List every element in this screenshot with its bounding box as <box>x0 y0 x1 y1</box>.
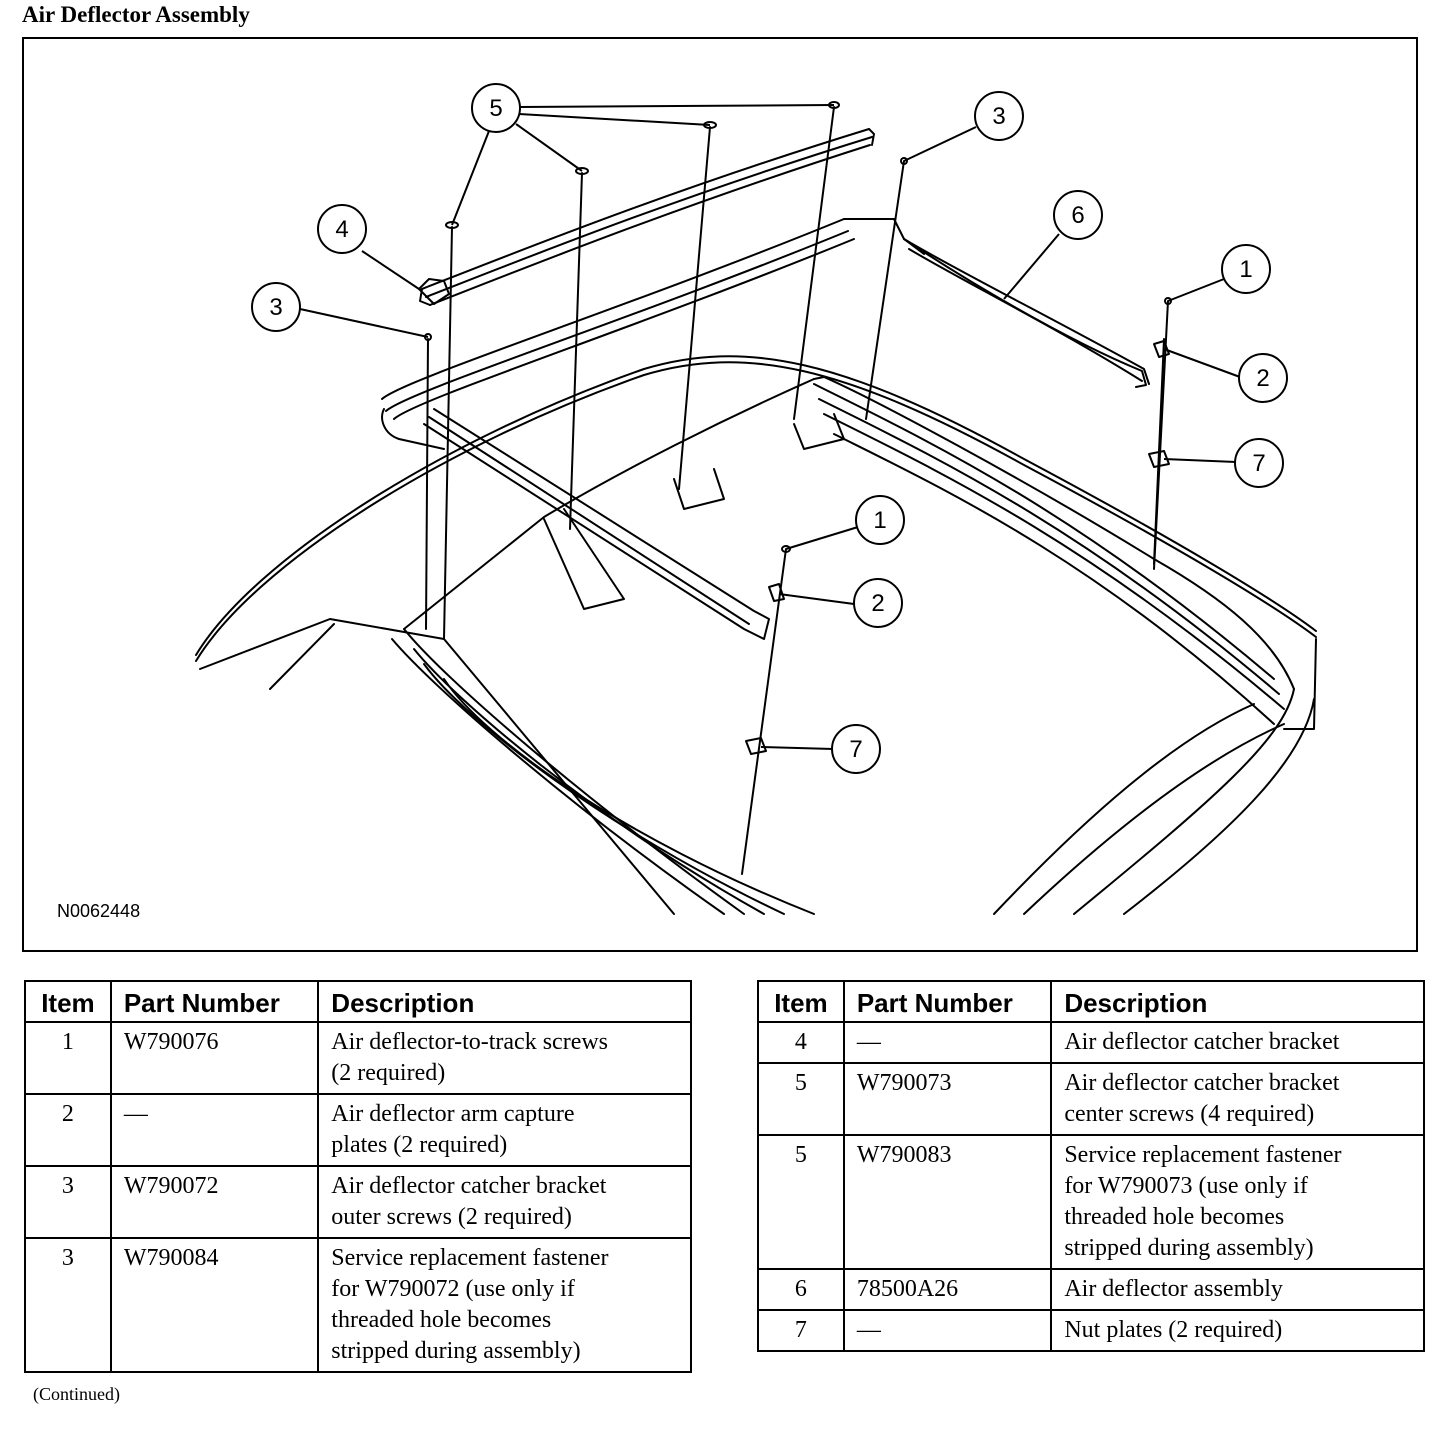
table-row: 7 — Nut plates (2 required) <box>757 1309 1425 1352</box>
callout-4: 4 <box>317 204 367 254</box>
description: Air deflector catcher bracket outer screw… <box>317 1165 692 1239</box>
figure-id: N0062448 <box>57 901 141 921</box>
description-line: Nut plates (2 required) <box>1064 1317 1283 1343</box>
description-line: for W790072 (use only if <box>331 1276 575 1302</box>
item-number: 1 <box>24 1021 112 1095</box>
callout-5: 5 <box>471 83 521 133</box>
table-row: 3 W790084 Service replacement fastener fo… <box>24 1237 692 1373</box>
table-row: 4 — Air deflector catcher bracket <box>757 1021 1425 1064</box>
description: Air deflector catcher bracket <box>1050 1021 1425 1064</box>
description-line: center screws (4 required) <box>1064 1101 1315 1127</box>
parts-table-right: Item Part Number Description 4 — Air def… <box>757 980 1425 1352</box>
part-number: — <box>109 1093 320 1167</box>
header-part-number: Part Number <box>109 980 320 1023</box>
description: Air deflector arm capture plates (2 requi… <box>317 1093 692 1167</box>
callout-label: 2 <box>871 590 884 617</box>
description-line: (2 required) <box>331 1060 446 1086</box>
header-item: Item <box>24 980 112 1023</box>
callout-bubbles: 5 3 6 4 1 3 2 <box>251 83 1288 774</box>
callout-label: 7 <box>849 736 862 763</box>
callout-7-right: 7 <box>1234 438 1284 488</box>
callout-label: 6 <box>1071 202 1084 229</box>
description-line: Air deflector catcher bracket <box>331 1173 607 1199</box>
description: Air deflector-to-track screws (2 required… <box>317 1021 692 1095</box>
part-number: W790083 <box>842 1134 1053 1270</box>
description-line: threaded hole becomes <box>1064 1204 1285 1230</box>
description-line: threaded hole becomes <box>331 1307 552 1333</box>
callout-label: 1 <box>1239 256 1252 283</box>
header-item: Item <box>757 980 845 1023</box>
part-number: W790076 <box>109 1021 320 1095</box>
description-line: Air deflector catcher bracket <box>1064 1070 1340 1096</box>
callout-label: 5 <box>489 95 502 122</box>
description-line: Air deflector-to-track screws <box>331 1029 609 1055</box>
page-title: Air Deflector Assembly <box>22 2 250 27</box>
callout-label: 4 <box>335 216 348 243</box>
description-line: Service replacement fastener <box>1064 1142 1342 1168</box>
description: Air deflector assembly <box>1050 1268 1425 1311</box>
table-row: 2 — Air deflector arm capture plates (2 r… <box>24 1093 692 1167</box>
part-number: W790072 <box>109 1165 320 1239</box>
description: Service replacement fastener for W790073 … <box>1050 1134 1425 1270</box>
item-number: 7 <box>757 1309 845 1352</box>
part-number: 78500A26 <box>842 1268 1053 1311</box>
table-row: 6 78500A26 Air deflector assembly <box>757 1268 1425 1311</box>
callout-1-right: 1 <box>1221 244 1271 294</box>
description-line: outer screws (2 required) <box>331 1204 572 1230</box>
item-number: 5 <box>757 1062 845 1136</box>
description-line: Service replacement fastener <box>331 1245 609 1271</box>
item-number: 6 <box>757 1268 845 1311</box>
continued-note: (Continued) <box>33 1384 120 1404</box>
table-row: 1 W790076 Air deflector-to-track screws (… <box>24 1021 692 1095</box>
callout-3-top: 3 <box>974 91 1024 141</box>
callout-label: 2 <box>1256 365 1269 392</box>
description: Service replacement fastener for W790072 … <box>317 1237 692 1373</box>
item-number: 3 <box>24 1237 112 1373</box>
air-deflector-illustration: 5 3 6 4 1 3 2 <box>195 83 1317 915</box>
description: Air deflector catcher bracket center scre… <box>1050 1062 1425 1136</box>
description-line: stripped during assembly) <box>331 1338 581 1364</box>
header-part-number: Part Number <box>842 980 1053 1023</box>
callout-label: 1 <box>873 507 886 534</box>
part-number: — <box>842 1309 1053 1352</box>
item-number: 2 <box>24 1093 112 1167</box>
part-number: — <box>842 1021 1053 1064</box>
part-number: W790073 <box>842 1062 1053 1136</box>
description-line: for W790073 (use only if <box>1064 1173 1308 1199</box>
header-description: Description <box>317 980 692 1023</box>
callout-label: 3 <box>269 294 282 321</box>
item-number: 3 <box>24 1165 112 1239</box>
description-line: Air deflector assembly <box>1064 1276 1283 1302</box>
leader-lines <box>299 104 1241 750</box>
table-header-row: Item Part Number Description <box>757 980 1425 1023</box>
callout-label: 3 <box>992 103 1005 130</box>
item-number: 4 <box>757 1021 845 1064</box>
table-header-row: Item Part Number Description <box>24 980 692 1023</box>
description-line: Air deflector arm capture <box>331 1101 575 1127</box>
callout-label: 7 <box>1252 450 1265 477</box>
parts-table-left: Item Part Number Description 1 W790076 A… <box>24 980 692 1373</box>
callout-2-center: 2 <box>853 578 903 628</box>
roof-panel-lines <box>195 101 1317 915</box>
description: Nut plates (2 required) <box>1050 1309 1425 1352</box>
description-line: plates (2 required) <box>331 1132 508 1158</box>
callout-6: 6 <box>1053 190 1103 240</box>
table-row: 5 W790083 Service replacement fastener fo… <box>757 1134 1425 1270</box>
callout-2-right: 2 <box>1238 353 1288 403</box>
callout-1-center: 1 <box>855 495 905 545</box>
part-number: W790084 <box>109 1237 320 1373</box>
table-row: 3 W790072 Air deflector catcher bracket o… <box>24 1165 692 1239</box>
table-row: 5 W790073 Air deflector catcher bracket c… <box>757 1062 1425 1136</box>
callout-3-left: 3 <box>251 282 301 332</box>
description-line: stripped during assembly) <box>1064 1235 1314 1261</box>
item-number: 5 <box>757 1134 845 1270</box>
header-description: Description <box>1050 980 1425 1023</box>
description-line: Air deflector catcher bracket <box>1064 1029 1340 1055</box>
diagram-frame: 5 3 6 4 1 3 2 <box>22 37 1418 952</box>
callout-7-center: 7 <box>831 724 881 774</box>
